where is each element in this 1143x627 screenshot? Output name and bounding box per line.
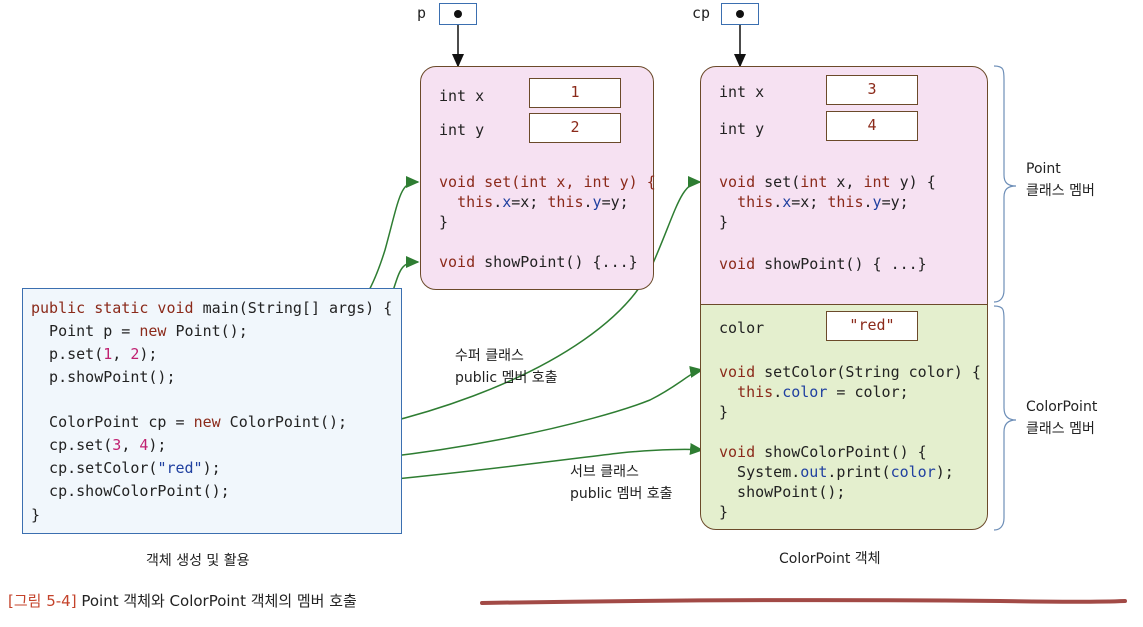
figure-caption: [그림 5-4] Point 객체와 ColorPoint 객체의 멤버 호출 (8, 592, 357, 610)
point-field-x-value: 1 (529, 78, 621, 108)
ref-p-dot (454, 10, 462, 18)
colorpoint-caption: ColorPoint 객체 (779, 551, 881, 567)
colorpoint-object-colorpoint-part: color "red" void setColor(String color) … (700, 304, 988, 530)
main-line9: cp.showColorPoint(); (31, 482, 230, 500)
sub-annotation-2: public 멤버 호출 (570, 486, 673, 502)
ref-p-box (439, 3, 477, 25)
figure-number: [그림 5-4] (8, 592, 77, 610)
point-field-y-value: 2 (529, 113, 621, 143)
cp-field-y-label: int y (719, 120, 765, 138)
main-line2: Point p = new Point(); (31, 322, 248, 340)
main-line3: p.set(1, 2); (31, 345, 158, 363)
main-line1: public static void main(String[] args) { (31, 299, 393, 317)
cp-showcolor-line1: void showColorPoint() { (719, 443, 927, 461)
cp-field-x-label: int x (719, 83, 765, 101)
ref-cp-box (721, 3, 759, 25)
figure-caption-text: Point 객체와 ColorPoint 객체의 멤버 호출 (81, 592, 357, 610)
ref-p-label: p (417, 4, 427, 22)
cp-showpoint: void showPoint() { ...} (719, 255, 927, 273)
super-annotation-1: 수퍼 클래스 (455, 348, 524, 364)
point-object: int x 1 int y 2 void set(int x, int y) {… (420, 66, 656, 290)
cp-setcolor-line2: this.color = color; (737, 383, 909, 401)
cp-showcolor-line4: } (719, 503, 729, 521)
cp-setcolor-line3: } (719, 403, 729, 421)
cp-color-value: "red" (826, 311, 918, 341)
cp-field-y-value: 4 (826, 111, 918, 141)
colorpoint-brace-label-2: 클래스 멤버 (1026, 421, 1095, 437)
cp-showcolor-line2: System.out.print(color); (719, 463, 954, 481)
colorpoint-brace (993, 305, 1017, 531)
colorpoint-brace-label-1: ColorPoint (1026, 399, 1098, 415)
main-line6: ColorPoint cp = new ColorPoint(); (31, 413, 348, 431)
cp-set-line2: this.x=x; this.y=y; (737, 193, 909, 211)
ref-cp-dot (736, 10, 744, 18)
main-line7: cp.set(3, 4); (31, 436, 167, 454)
point-set-line3: } (439, 213, 449, 231)
main-code-box: public static void main(String[] args) {… (22, 288, 402, 534)
point-field-x-label: int x (439, 87, 485, 105)
colorpoint-object-point-part: int x 3 int y 4 void set(int x, int y) {… (700, 66, 988, 306)
point-brace-label-2: 클래스 멤버 (1026, 183, 1095, 199)
cp-setcolor-line1: void setColor(String color) { (719, 363, 981, 381)
cp-showcolor-line3: showPoint(); (719, 483, 846, 501)
cp-set-line3: } (719, 213, 729, 231)
point-showpoint: void showPoint() {...} (439, 253, 638, 271)
main-line4: p.showPoint(); (31, 368, 176, 386)
super-annotation-2: public 멤버 호출 (455, 370, 558, 386)
main-line10: } (31, 506, 41, 524)
cp-color-label: color (719, 319, 765, 337)
point-set-line2: this.x=x; this.y=y; (457, 193, 629, 211)
cp-set-line1: void set(int x, int y) { (719, 173, 936, 191)
cp-field-x-value: 3 (826, 75, 918, 105)
point-brace-label-1: Point (1026, 161, 1061, 177)
caption-brush-line (480, 598, 1127, 605)
main-caption: 객체 생성 및 활용 (146, 553, 250, 569)
main-line8: cp.setColor("red"); (31, 459, 221, 477)
sub-annotation-1: 서브 클래스 (570, 464, 639, 480)
point-field-y-label: int y (439, 121, 485, 139)
ref-cp-label: cp (692, 4, 711, 22)
point-set-line1: void set(int x, int y) { (439, 173, 656, 191)
point-brace (993, 65, 1017, 303)
